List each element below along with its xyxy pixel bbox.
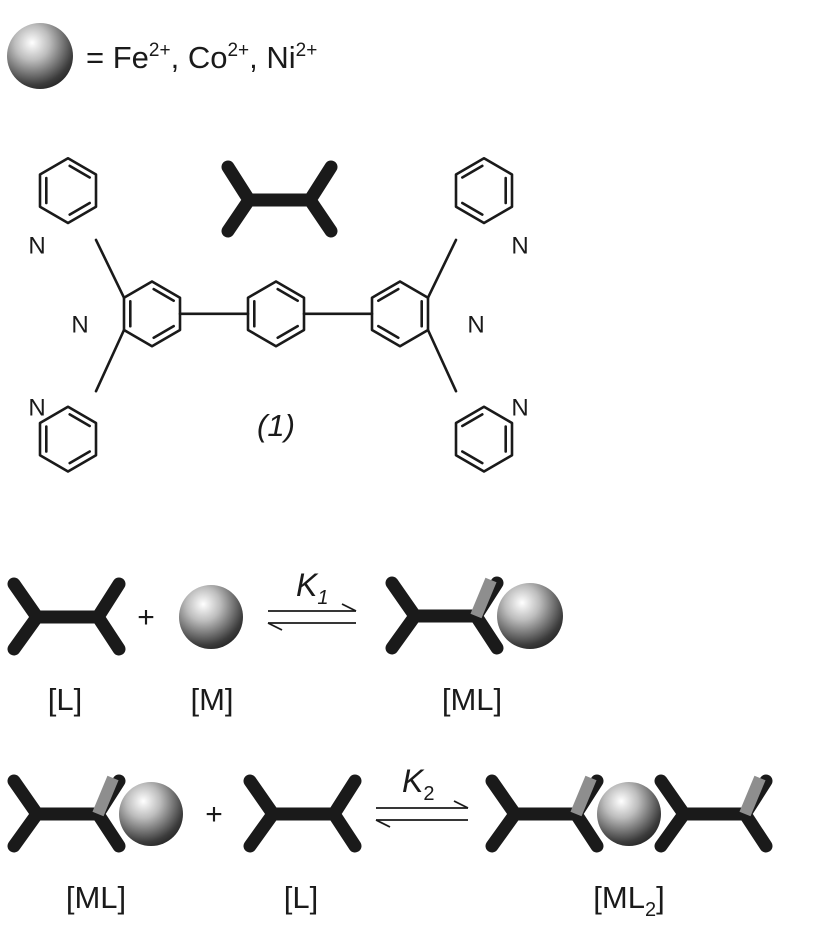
plus-sign: + <box>137 601 155 634</box>
metal-ion-sphere-icon <box>497 583 563 649</box>
equilibrium-arrow-icon <box>375 800 469 828</box>
reaction-1: + K1 [L] [M] [ML] <box>7 567 563 717</box>
metal-ion-sphere-icon <box>7 23 73 89</box>
plus-sign: + <box>205 798 223 831</box>
n-atom-label: N <box>467 312 484 339</box>
ligand-schematic-icon <box>221 160 338 238</box>
legend: = Fe2+, Co2+, Ni2+ <box>7 23 317 89</box>
label-ml: [ML] <box>442 682 502 717</box>
top-left-pyridine <box>38 157 98 225</box>
complex-ml-icon <box>7 774 183 853</box>
n-atom-label: N <box>28 395 45 422</box>
n-atom-label: N <box>511 233 528 260</box>
reaction-2: + K2 [ML] [L] [ML2] <box>7 763 773 921</box>
compound-label: (1) <box>257 408 295 443</box>
metal-ion-sphere-icon <box>119 782 183 846</box>
ligand-l-icon <box>243 774 362 853</box>
label-ml: [ML] <box>66 880 126 915</box>
left-central-pyridine <box>122 280 182 348</box>
complex-ml-icon <box>385 576 563 655</box>
n-atom-label: N <box>28 233 45 260</box>
equilibrium-constant-k1: K1 <box>296 567 328 609</box>
equilibrium-constant-k2: K2 <box>402 763 434 805</box>
bottom-right-pyridine <box>454 405 514 473</box>
right-central-pyridine <box>370 280 430 348</box>
benzene-ring <box>246 280 306 348</box>
legend-text: = Fe2+, Co2+, Ni2+ <box>86 40 317 75</box>
metal-ion-sphere-icon <box>179 585 243 649</box>
chemical-structure: N N N N N N (1) <box>28 157 529 473</box>
label-l: [L] <box>48 682 82 717</box>
n-atom-label: N <box>71 312 88 339</box>
complex-ml2-icon <box>485 774 773 853</box>
n-atom-label: N <box>511 395 528 422</box>
metal-ion-sphere-icon <box>597 782 661 846</box>
label-l: [L] <box>284 880 318 915</box>
label-ml2: [ML2] <box>593 880 664 921</box>
ligand-l-icon <box>7 577 126 656</box>
label-m: [M] <box>190 682 233 717</box>
equilibrium-arrow-icon <box>267 603 357 631</box>
bottom-left-pyridine <box>38 405 98 473</box>
top-right-pyridine <box>454 157 514 225</box>
